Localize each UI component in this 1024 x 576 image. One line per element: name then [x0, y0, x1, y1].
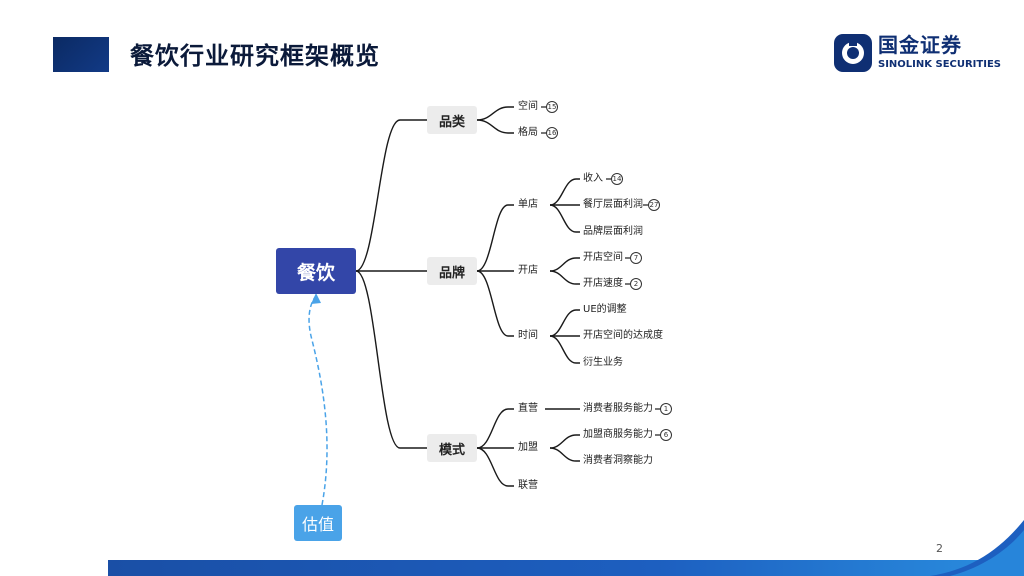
badge-opening-space: 7 [630, 252, 642, 264]
connector-root-category [355, 119, 427, 272]
connector-time-ue [549, 309, 580, 337]
valuation-arrow [308, 295, 328, 506]
badge-space: 15 [546, 101, 558, 113]
connector-store-brand-profit [549, 204, 580, 233]
node-brand: 品牌 [427, 257, 477, 285]
leaf-brand-profit: 品牌层面利润 [583, 226, 643, 237]
logo-text-cn: 国金证券 [878, 33, 962, 57]
page-title: 餐饮行业研究框架概览 [130, 42, 380, 70]
leaf-space: 空间 [518, 101, 538, 112]
leaf-space-achievement: 开店空间的达成度 [583, 330, 663, 341]
leaf-revenue: 收入 [583, 173, 603, 184]
connector-store-revenue [549, 178, 580, 206]
group-store-opening: 开店 [518, 265, 538, 276]
leaf-ue-adjustment: UE的调整 [583, 304, 627, 315]
valuation-arrowhead [311, 293, 321, 304]
leaf-restaurant-profit: 餐厅层面利润 [583, 199, 643, 210]
badge-restaurant-profit: 27 [648, 199, 660, 211]
group-single-store: 单店 [518, 199, 538, 210]
leaf-opening-speed: 开店速度 [583, 278, 623, 289]
connector-time-derivative [549, 335, 580, 364]
connector-brand-store [476, 204, 514, 272]
connector-franchise-insight [549, 447, 580, 462]
logo-text-en: SINOLINK SECURITIES [878, 59, 1001, 70]
footer-bar [108, 560, 1024, 576]
connector-root-model [355, 270, 427, 449]
leaf-franchisee-service: 加盟商服务能力 [583, 429, 653, 440]
connector-brand-time [476, 270, 514, 337]
node-model: 模式 [427, 434, 477, 462]
footer-swoosh-decoration [930, 520, 1024, 576]
badge-revenue: 14 [611, 173, 623, 185]
leaf-derivative-business: 衍生业务 [583, 357, 623, 368]
node-valuation: 估值 [294, 505, 342, 541]
title-accent-bar [53, 37, 109, 72]
badge-pattern: 16 [546, 127, 558, 139]
leaf-pattern: 格局 [518, 127, 538, 138]
group-joint: 联营 [518, 480, 538, 491]
group-direct: 直营 [518, 403, 538, 414]
leaf-consumer-insight: 消费者洞察能力 [583, 455, 653, 466]
root-node-catering: 餐饮 [276, 248, 356, 294]
leaf-opening-space: 开店空间 [583, 252, 623, 263]
badge-consumer-service: 1 [660, 403, 672, 415]
connector-model-direct [476, 408, 514, 449]
leaf-consumer-service: 消费者服务能力 [583, 403, 653, 414]
badge-opening-speed: 2 [630, 278, 642, 290]
connector-open-space [549, 257, 580, 272]
group-franchise: 加盟 [518, 442, 538, 453]
group-time: 时间 [518, 330, 538, 341]
connector-category-space [476, 106, 514, 121]
connector-franchise-service [549, 434, 580, 449]
node-category: 品类 [427, 106, 477, 134]
connector-model-joint [476, 447, 514, 487]
sinolink-logo-icon [834, 34, 872, 72]
connector-open-speed [549, 270, 580, 285]
page-number: 2 [936, 542, 943, 555]
badge-franchisee-service: 6 [660, 429, 672, 441]
connector-category-pattern [476, 119, 514, 134]
company-logo: 国金证券 SINOLINK SECURITIES [832, 32, 1007, 74]
